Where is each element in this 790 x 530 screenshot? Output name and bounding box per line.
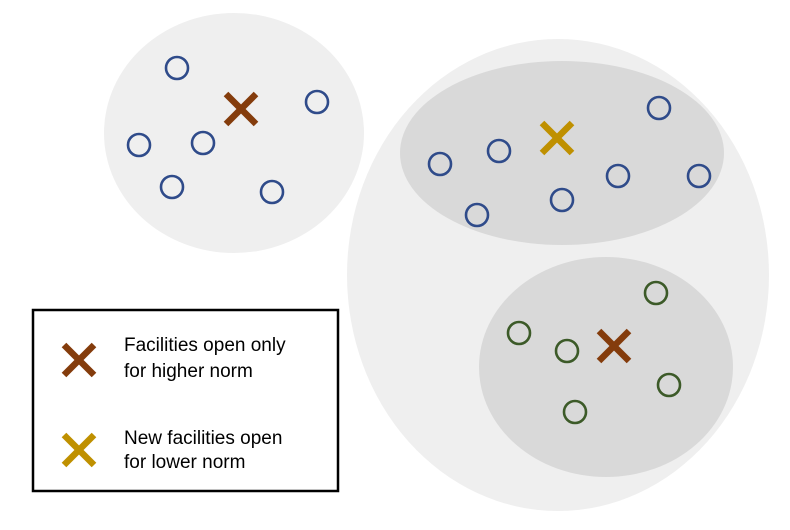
client-circle-icon bbox=[646, 95, 672, 121]
right-bottom-cluster-clients bbox=[506, 280, 682, 425]
client-circle-icon bbox=[126, 132, 152, 158]
client-circle-icon bbox=[190, 130, 216, 156]
legend-item-lower-line1: New facilities open bbox=[124, 428, 282, 449]
right-top-cluster-clients bbox=[427, 95, 712, 228]
legend-x-mark-icon bbox=[61, 432, 97, 468]
client-circle-icon bbox=[686, 163, 712, 189]
client-circle-icon bbox=[259, 179, 285, 205]
client-circle-icon bbox=[304, 89, 330, 115]
client-circle-icon bbox=[159, 174, 185, 200]
client-circle-icon bbox=[562, 399, 588, 425]
client-circle-icon bbox=[427, 151, 453, 177]
facility-lower-right-top bbox=[539, 120, 575, 156]
client-circle-icon bbox=[549, 187, 575, 213]
legend-item-higher-line2: for higher norm bbox=[124, 361, 253, 382]
client-circle-icon bbox=[656, 372, 682, 398]
left-cluster-clients bbox=[126, 55, 330, 205]
client-circle-icon bbox=[554, 338, 580, 364]
left-cluster-region bbox=[104, 13, 364, 253]
legend-box bbox=[31, 308, 340, 493]
client-circle-icon bbox=[486, 138, 512, 164]
right-bottom-cluster-region bbox=[479, 257, 733, 477]
client-circle-icon bbox=[164, 55, 190, 81]
legend-item-higher-line1: Facilities open only bbox=[124, 335, 286, 356]
client-circle-icon bbox=[506, 320, 532, 346]
client-circle-icon bbox=[605, 163, 631, 189]
facility-higher-left bbox=[223, 91, 259, 127]
legend: Facilities open only for higher norm New… bbox=[31, 308, 340, 493]
legend-x-mark-icon bbox=[61, 342, 97, 378]
client-circle-icon bbox=[464, 202, 490, 228]
facility-higher-right-bottom bbox=[596, 328, 632, 364]
right-top-cluster-region bbox=[400, 61, 724, 245]
legend-item-lower-line2: for lower norm bbox=[124, 452, 245, 473]
client-circle-icon bbox=[643, 280, 669, 306]
